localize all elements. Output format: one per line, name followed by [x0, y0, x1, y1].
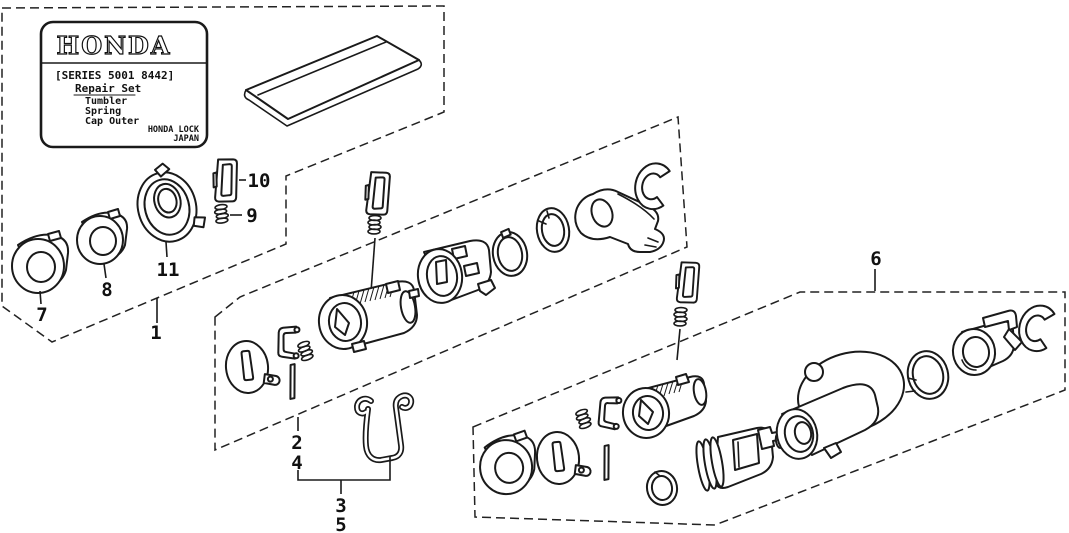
callout-5: 5 — [335, 514, 346, 533]
part-coil-spring-middle — [295, 339, 316, 363]
part-face-washer — [136, 162, 207, 243]
part-key-flap-middle — [222, 336, 282, 397]
part-pin-middle — [288, 362, 297, 401]
part-cap-outer — [11, 230, 70, 294]
honda-logo-text: HONDA — [57, 31, 172, 60]
callout-7: 7 — [36, 304, 47, 326]
part-key-flap-right — [533, 427, 593, 488]
label-country-text: JAPAN — [173, 134, 199, 144]
part-clip-housing — [951, 309, 1023, 376]
label-item-cap-outer: Cap Outer — [85, 116, 139, 127]
part-spring-b — [367, 214, 382, 235]
part-tumbler-clip-a — [210, 157, 240, 204]
callout-6: 6 — [870, 248, 881, 270]
part-c-bracket-middle — [275, 324, 302, 360]
label-series-text: [SERIES 5001 8442] — [55, 69, 174, 82]
part-coil-spring-right — [573, 407, 594, 431]
part-split-ring — [905, 350, 950, 400]
part-wave-washer — [491, 227, 529, 277]
kit-box-right-outline — [472, 291, 1066, 526]
callout-9: 9 — [246, 205, 257, 227]
instruction-sheet — [243, 35, 423, 127]
part-tumbler-clip-c — [672, 259, 702, 305]
part-spring-c — [673, 306, 688, 327]
part-lock-cylinder-main — [317, 280, 420, 353]
callout-leaders — [39, 179, 876, 494]
part-tumbler-clip-b — [361, 169, 393, 218]
part-c-bracket-right — [595, 394, 624, 431]
part-snap-ring — [535, 207, 571, 253]
part-e-clip-right — [1013, 300, 1058, 355]
label-maker-text: HONDA LOCK — [148, 125, 200, 135]
callout-2: 2 — [291, 432, 302, 454]
part-flanged-guide-tube — [775, 350, 906, 460]
callout-11: 11 — [157, 259, 180, 281]
tumbler-drop-line-2 — [676, 328, 681, 361]
part-cylinder-barrel — [695, 426, 784, 492]
callout-8: 8 — [101, 279, 112, 301]
callout-3: 3 — [335, 495, 346, 517]
callout-1: 1 — [150, 322, 161, 344]
part-cylinder-housing — [416, 239, 496, 304]
label-kit-title: Repair Set — [75, 82, 141, 95]
part-pin-right — [602, 443, 611, 482]
label-item-spring: Spring — [85, 105, 121, 117]
label-item-tumbler: Tumbler — [85, 96, 127, 107]
part-o-ring-right — [645, 470, 679, 506]
part-wire-clip — [354, 392, 415, 464]
label-plate: HONDA [SERIES 5001 8442] Repair Set Tumb… — [39, 20, 209, 149]
part-cap-outer-right — [476, 429, 539, 497]
part-lock-cylinder-right — [621, 373, 708, 439]
part-spring-a — [212, 203, 230, 225]
part-tumbler-ring — [76, 208, 129, 265]
callout-10: 10 — [248, 170, 271, 192]
tumbler-drop-line — [370, 237, 376, 293]
callout-4: 4 — [291, 452, 302, 474]
